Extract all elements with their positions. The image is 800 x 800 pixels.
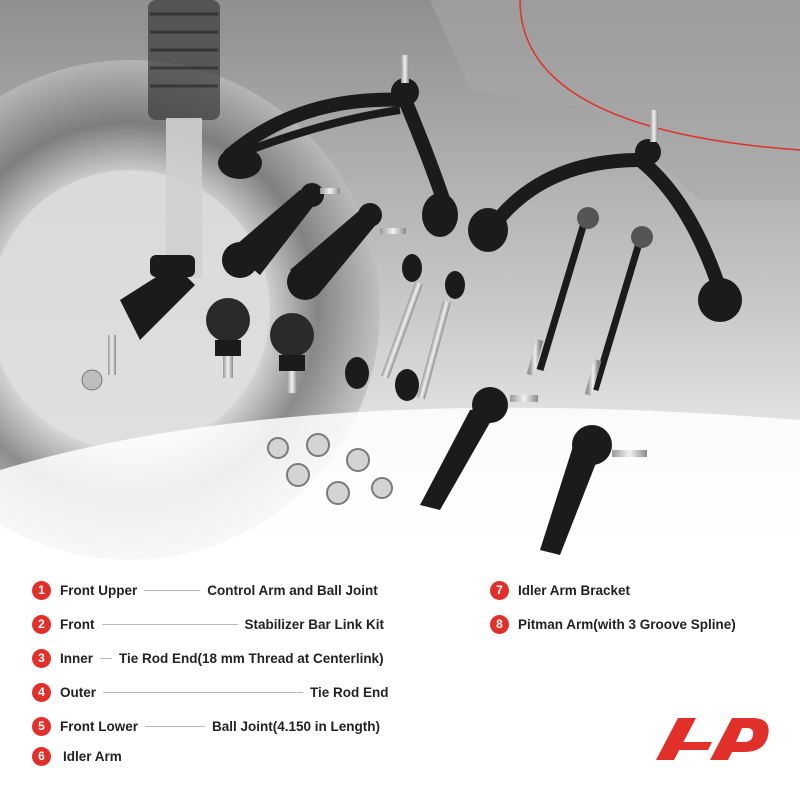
legend-item-desc: Stabilizer Bar Link Kit — [244, 616, 385, 632]
idler-arm — [222, 183, 340, 278]
leader-line — [144, 589, 201, 591]
leader-line — [100, 657, 113, 659]
number-badge-icon: 5 — [32, 716, 51, 736]
parts-legend: 1 Front Upper Control Arm and Ball Joint… — [0, 570, 800, 800]
brand-logo-icon — [652, 712, 772, 764]
stabilizer-bar-link-2 — [395, 271, 465, 401]
number-badge-icon: 8 — [490, 614, 509, 634]
number-badge-icon: 3 — [32, 648, 51, 668]
legend-item-5: 5 Front Lower Ball Joint(4.150 in Length… — [32, 714, 432, 738]
legend-item-label: Front — [60, 616, 95, 632]
legend-item-4: 4 Outer Tie Rod End — [32, 680, 412, 704]
leader-line — [101, 623, 238, 625]
legend-item-label: Idler Arm Bracket — [518, 582, 631, 598]
inner-tie-rod-2 — [584, 226, 653, 396]
legend-item-2: 2 Front Stabilizer Bar Link Kit — [32, 612, 412, 636]
legend-item-label: Outer — [60, 684, 97, 700]
inner-tie-rod-1 — [526, 207, 599, 376]
accent-curve — [519, 0, 800, 151]
legend-item-label: Pitman Arm(with 3 Groove Spline) — [518, 616, 736, 632]
shock-boot — [148, 0, 220, 120]
leader-line — [103, 691, 304, 693]
legend-item-label: Inner — [60, 650, 94, 666]
outer-tie-rod-end-2 — [540, 425, 647, 555]
parts-illustration — [0, 0, 800, 560]
number-badge-icon: 6 — [32, 746, 51, 766]
hardware-nuts-washers — [267, 433, 393, 505]
legend-item-8: 8 Pitman Arm(with 3 Groove Spline) — [490, 612, 790, 636]
pitman-arm — [287, 203, 406, 300]
leader-line — [145, 725, 205, 727]
stabilizer-bar-link-1 — [345, 254, 423, 389]
legend-item-6: 6 Idler Arm — [32, 744, 332, 768]
lower-ball-joint-2 — [270, 313, 314, 393]
legend-item-desc: Control Arm and Ball Joint — [207, 582, 378, 598]
legend-item-desc: Tie Rod End(18 mm Thread at Centerlink) — [119, 650, 384, 666]
upper-control-arm-left — [218, 55, 458, 237]
legend-item-label: Idler Arm — [63, 748, 122, 764]
number-badge-icon: 2 — [32, 614, 51, 634]
number-badge-icon: 4 — [32, 682, 51, 702]
legend-item-desc: Tie Rod End — [310, 684, 389, 700]
lower-ball-joint-1 — [206, 298, 250, 378]
legend-item-1: 1 Front Upper Control Arm and Ball Joint — [32, 578, 412, 602]
frame-rail — [430, 0, 800, 200]
legend-item-label: Front Upper — [60, 582, 138, 598]
legend-item-7: 7 Idler Arm Bracket — [490, 578, 780, 602]
legend-item-desc: Ball Joint(4.150 in Length) — [212, 718, 381, 734]
number-badge-icon: 1 — [32, 580, 51, 600]
outer-tie-rod-end-1 — [420, 387, 538, 510]
legend-item-3: 3 Inner Tie Rod End(18 mm Thread at Cent… — [32, 646, 432, 670]
upper-control-arm-right — [468, 110, 742, 322]
legend-item-label: Front Lower — [60, 718, 138, 734]
number-badge-icon: 7 — [490, 580, 509, 600]
product-photo — [0, 0, 800, 560]
idler-arm-bracket — [81, 255, 195, 391]
